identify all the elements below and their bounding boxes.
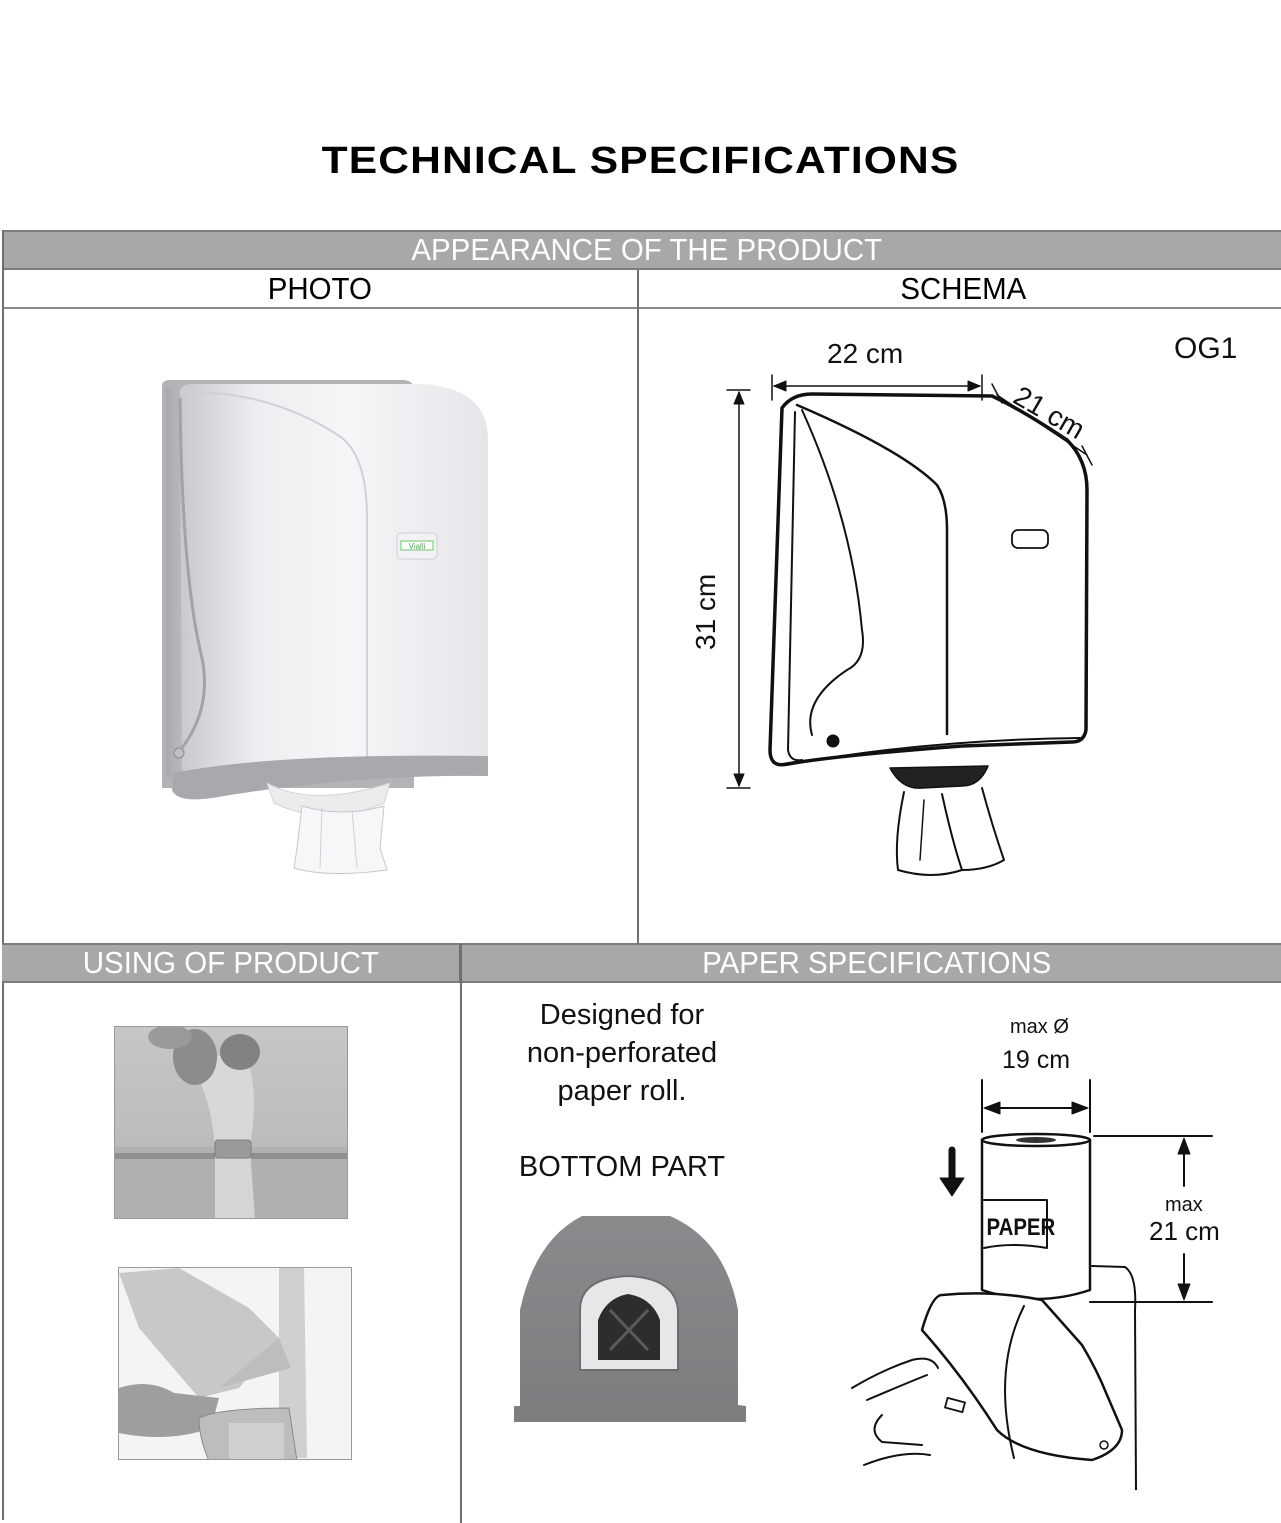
table-left-border [2,230,4,1520]
subheader-divider [2,307,1281,309]
paper-description-line-2: non-perforated [526,1037,718,1069]
bottom-part-label: BOTTOM PART [518,1151,726,1183]
paper-roll-diagram: PAPER [842,1070,1222,1491]
schema-drawing [662,370,1122,930]
height-prefix: max [1165,1194,1203,1216]
paper-description-line-1: Designed for [539,999,705,1031]
paper-roll-illustration: PAPER [851,1079,1213,1491]
diameter-value: 19 cm [1002,1046,1071,1074]
usage-band-label: USING OF PRODUCT [82,945,379,980]
svg-text:Vialli: Vialli [409,542,426,551]
bottom-part-image [510,1210,746,1426]
usage-band: USING OF PRODUCT [2,943,460,983]
dispenser-schema-illustration [726,374,1093,876]
paper-description: Designed for non-perforated paper roll. [472,996,772,1110]
pull-paper-illustration [115,1027,347,1218]
roll-label: PAPER [987,1213,1056,1240]
load-roll-illustration [119,1268,307,1459]
usage-image-load [118,1267,352,1460]
photo-schema-divider [637,270,639,943]
dispenser-photo-illustration: Vialli [162,380,488,875]
bottom-part-illustration [514,1216,746,1422]
schema-header: SCHEMA [899,271,1026,306]
appearance-band-label: APPEARANCE OF THE PRODUCT [411,232,883,267]
appearance-band: APPEARANCE OF THE PRODUCT [2,230,1281,270]
paper-spec-band: PAPER SPECIFICATIONS [461,943,1281,983]
height-value: 21 cm [1147,1216,1222,1247]
page-title: TECHNICAL SPECIFICATIONS [321,140,960,182]
product-photo: Vialli [152,378,492,878]
diameter-prefix: max Ø [1010,1016,1069,1038]
photo-header: PHOTO [267,271,373,306]
spec-table: APPEARANCE OF THE PRODUCT PHOTO SCHEMA [2,230,1281,1523]
schema-width-label: 22 cm [827,338,904,369]
schema-model-code: OG1 [1174,332,1238,365]
usage-image-pull [114,1026,348,1219]
usage-paper-divider [460,943,462,1523]
paper-description-line-3: paper roll. [557,1075,687,1107]
paper-spec-band-label: PAPER SPECIFICATIONS [701,945,1052,980]
